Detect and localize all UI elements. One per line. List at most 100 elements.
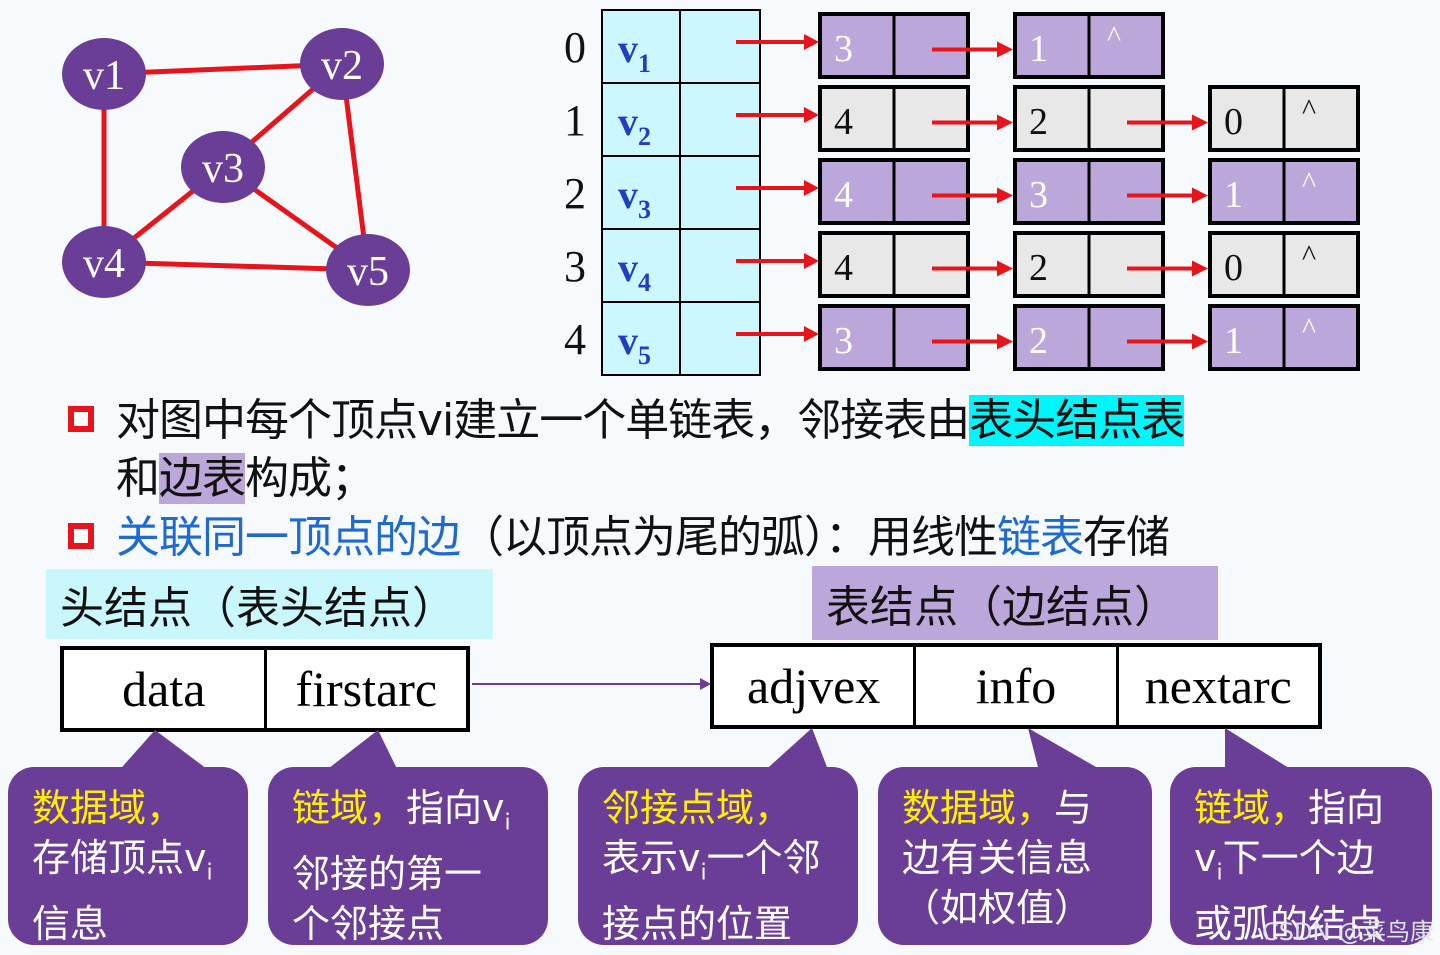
graph-vertex [326,234,410,306]
graph-vertex-label: v5 [347,249,389,295]
edge-node-adjvex: 3 [1029,174,1048,216]
graph-vertex-label: v2 [321,43,363,89]
note-yellow-text: 链域， [292,786,407,830]
graph-vertex [181,131,265,203]
bullet-square-icon [68,523,94,549]
subscript: i [1216,860,1223,886]
arrowhead-icon [997,114,1013,131]
bullet-1-line-2: 和边表构成； [116,451,375,507]
note-text: 下一个边 [1222,836,1375,880]
edge-node-structure: adjvex info nextarc [710,643,1322,729]
bullet-1-text-b: 和 [116,453,160,504]
arrowhead-icon [997,333,1013,350]
field-data: data [122,661,206,717]
note-data-line-1: 存储顶点vi [32,833,248,899]
arrowhead-icon [804,180,819,196]
bullet-2-blue-text-2: 链表 [997,512,1084,563]
edge-node-adjvex: 0 [1224,247,1243,289]
head-vertex-label: v4 [618,245,651,297]
row-index: 1 [564,96,586,145]
note-adjvex-field: 邻接点域， 表示vi一个邻 接点的位置 [578,767,858,946]
edge-node-adjvex: 4 [834,174,853,216]
edge-node-adjvex: 4 [834,247,853,289]
head-vertex-label: v1 [618,26,651,78]
null-pointer-caret: ^ [1302,239,1316,272]
subscript: i [504,810,511,836]
head-vertex-cell [601,228,681,303]
head-firstarc-cell [679,155,761,230]
note-firstarc-title: 链域，指向vi [292,783,548,849]
callout-pointer [115,730,215,775]
null-pointer-caret: ^ [1302,312,1316,345]
edge-node-adjvex: 3 [834,320,853,362]
arrowhead-icon [1192,187,1208,204]
subscript: i [206,860,213,886]
edge-node-title: 表结点（边结点） [812,566,1218,640]
note-info-title: 数据域，与 [902,783,1152,833]
note-yellow-text: 数据域， [902,786,1055,830]
note-data-title: 数据域， [32,786,185,830]
note-white-text: 与 [1054,786,1093,830]
note-adjvex-line-2: 接点的位置 [602,901,793,946]
head-vertex-label: v3 [618,172,651,224]
bullet-2-end-text: 存储 [1083,512,1170,563]
arrowhead-icon [804,326,819,342]
null-pointer-caret: ^ [1302,93,1316,126]
note-text: 一个邻 [706,836,821,880]
bullet-2-mid-text: （以顶点为尾的弧）：用线性 [460,512,998,563]
bullet-1-highlight-head-table: 表头结点表 [969,395,1185,446]
note-text: 存储顶点v [32,836,207,880]
watermark: CSDN @菜鸟康 [1261,918,1434,946]
bullet-1-line-1: 对图中每个顶点vi建立一个单链表，邻接表由表头结点表 [116,393,1185,449]
arrowhead-icon [1192,333,1208,350]
bullet-1-highlight-edge-table: 边表 [159,453,246,504]
bullet-2-line: 关联同一顶点的边（以顶点为尾的弧）：用线性链表存储 [116,510,1170,566]
arrowhead-icon [804,253,819,269]
arrowhead-icon [1192,114,1208,131]
row-index: 3 [564,242,586,291]
arrowhead-icon [997,41,1013,58]
head-vertex-label: v2 [618,99,651,151]
bullet-square-icon [68,406,94,432]
note-text: 表示v [602,836,701,880]
head-node-structure: data firstarc [60,646,470,732]
head-node-title: 头结点（表头结点） [46,569,493,639]
head-firstarc-cell [679,9,761,84]
head-vertex-label: v5 [618,318,651,370]
edge-node-adjvex: 1 [1029,28,1048,70]
edge-node-adjvex: 2 [1029,247,1048,289]
bullet-2-blue-text: 关联同一顶点的边 [116,512,461,563]
graph-vertex-label: v1 [83,53,125,99]
note-firstarc-line-2: 个邻接点 [292,901,445,946]
callout-pointer [1028,728,1110,775]
edge-node-adjvex: 1 [1224,320,1243,362]
note-info-line-2: （如权值） [902,886,1093,930]
note-info-line-1: 边有关信息 [902,836,1093,880]
graph-vertex [300,28,384,100]
subscript: i [700,860,707,886]
row-index: 4 [564,315,586,364]
note-info-field: 数据域，与 边有关信息 （如权值） [878,767,1152,945]
callout-pointer [760,728,830,775]
edge-node-adjvex: 0 [1224,101,1243,143]
note-nextarc-field: 链域，指向 vi下一个边 或弧的结点 [1170,767,1432,946]
row-index: 2 [564,169,586,218]
head-firstarc-cell [679,301,761,376]
edge-node-adjvex: 3 [834,28,853,70]
head-firstarc-cell [679,82,761,157]
row-index: 0 [564,23,586,72]
bullet-1-text-c: 构成； [245,453,375,504]
null-pointer-caret: ^ [1107,20,1121,53]
edge-node-adjvex: 1 [1224,174,1243,216]
note-data-field: 数据域， 存储顶点vi 信息 [8,767,248,946]
note-white-text: 指向v [406,786,505,830]
field-firstarc: firstarc [263,650,467,728]
note-data-line-2: 信息 [32,901,109,946]
note-nextarc-line-1: vi下一个边 [1194,833,1432,899]
field-nextarc: nextarc [1115,647,1318,725]
callout-pointer [1225,728,1300,775]
note-nextarc-line-2: 或弧的结点 [1194,901,1385,946]
